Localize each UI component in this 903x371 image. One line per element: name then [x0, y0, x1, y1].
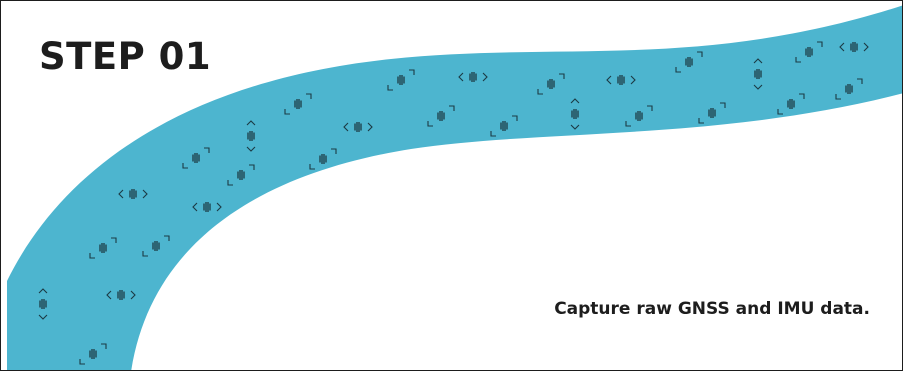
sensor-point-icon: [284, 93, 312, 115]
sensor-point-icon: [309, 148, 337, 170]
sensor-point-icon: [606, 75, 636, 85]
sensor-point-icon: [79, 343, 107, 365]
sensor-point-icon: [227, 164, 255, 186]
sensor-point-icon: [698, 102, 726, 124]
trajectory-band: [7, 5, 902, 370]
sensor-point-icon: [427, 105, 455, 127]
sensor-markers: [38, 41, 869, 365]
sensor-point-icon: [387, 69, 415, 91]
sensor-point-icon: [142, 235, 170, 257]
sensor-point-icon: [625, 105, 653, 127]
sensor-point-icon: [490, 115, 518, 137]
sensor-point-icon: [570, 98, 580, 130]
sensor-point-icon: [38, 288, 48, 320]
sensor-point-icon: [192, 202, 222, 212]
sensor-point-icon: [106, 290, 136, 300]
step-title: STEP 01: [39, 35, 212, 78]
sensor-point-icon: [537, 73, 565, 95]
sensor-point-icon: [182, 147, 210, 169]
sensor-point-icon: [246, 120, 256, 152]
sensor-point-icon: [777, 93, 805, 115]
sensor-point-icon: [835, 78, 863, 100]
sensor-point-icon: [118, 189, 148, 199]
sensor-point-icon: [675, 51, 703, 73]
sensor-point-icon: [89, 237, 117, 259]
sensor-point-icon: [839, 42, 869, 52]
sensor-point-icon: [343, 122, 373, 132]
sensor-point-icon: [795, 41, 823, 63]
step-caption: Capture raw GNSS and IMU data.: [554, 299, 870, 319]
sensor-point-icon: [458, 72, 488, 82]
sensor-point-icon: [753, 58, 763, 90]
